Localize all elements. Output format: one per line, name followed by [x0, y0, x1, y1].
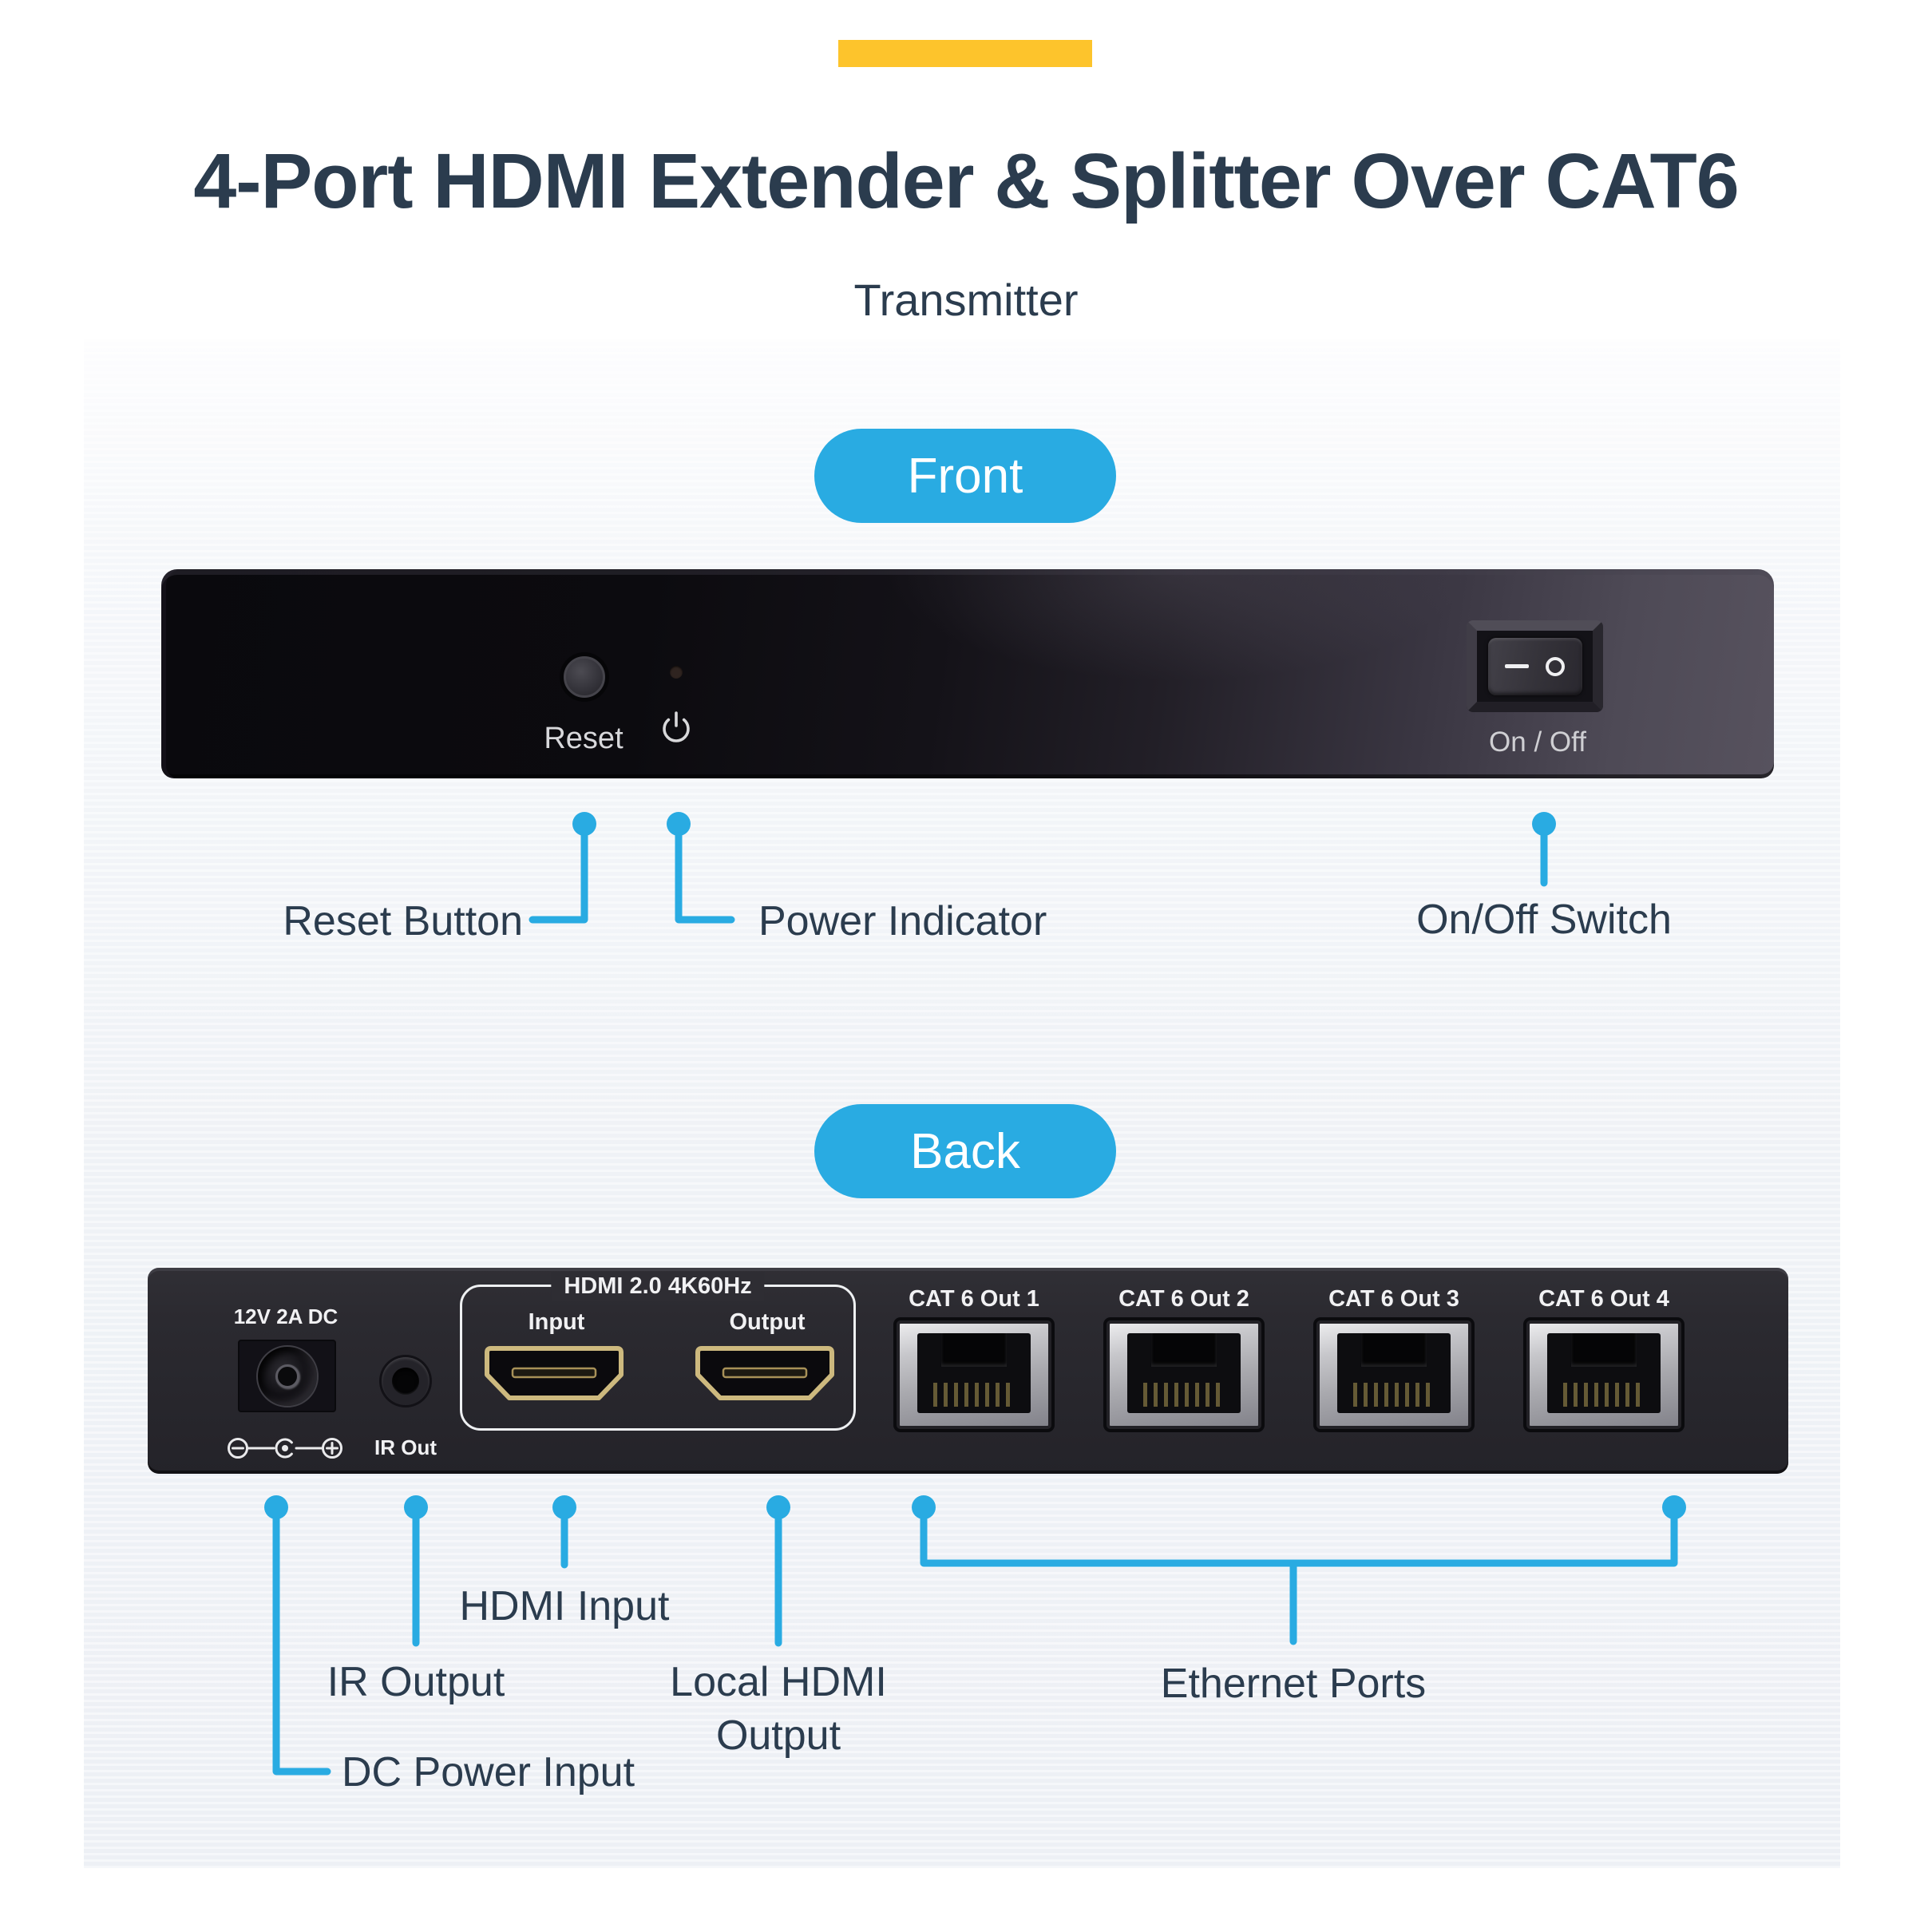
reset-print-label: Reset	[544, 722, 624, 755]
callout-on-off-switch: On/Off Switch	[1416, 897, 1672, 943]
rj45-cavity	[1547, 1333, 1661, 1413]
callout-local-hdmi-output-line2: Output	[715, 1712, 841, 1759]
hdmi-group-label: HDMI 2.0 4K60Hz	[551, 1272, 765, 1301]
reset-button	[564, 656, 605, 698]
page-title: 4-Port HDMI Extender & Splitter Over CAT…	[193, 137, 1739, 224]
callout-ir-output: IR Output	[327, 1659, 505, 1705]
cat6-port-2	[1107, 1320, 1261, 1429]
callout-dc-power-input: DC Power Input	[342, 1749, 635, 1795]
rj45-cavity	[917, 1333, 1031, 1413]
cat6-out-2-print-label: CAT 6 Out 2	[1118, 1286, 1249, 1312]
dc-power-jack	[238, 1340, 336, 1412]
front-panel-photo: Reset On / Off	[161, 569, 1774, 778]
cat6-port-3	[1316, 1320, 1471, 1429]
hdmi-group-outline: HDMI 2.0 4K60Hz Input Output	[460, 1272, 856, 1431]
front-section-badge: Front	[814, 429, 1116, 523]
yellow-accent-bar	[838, 40, 1092, 67]
on-off-switch	[1467, 620, 1603, 712]
hdmi-output-print-label: Output	[729, 1309, 806, 1335]
dc-barrel-socket	[255, 1344, 319, 1407]
cat6-out-3-print-label: CAT 6 Out 3	[1328, 1286, 1459, 1312]
back-panel-photo: 12V 2A DC IR Out HDMI 2.0 4K60H	[148, 1268, 1788, 1474]
cat6-port-1	[897, 1320, 1051, 1429]
rj45-cavity	[1127, 1333, 1241, 1413]
hdmi-input-print-label: Input	[528, 1309, 585, 1335]
ir-print-label: IR Out	[374, 1435, 437, 1459]
dc-print-label: 12V 2A DC	[233, 1304, 338, 1328]
center-positive-polarity-icon	[228, 1438, 342, 1459]
callout-hdmi-input: HDMI Input	[459, 1583, 670, 1629]
cat6-out-1-print-label: CAT 6 Out 1	[909, 1286, 1039, 1312]
callout-power-indicator: Power Indicator	[758, 898, 1047, 944]
cat6-out-4-print-label: CAT 6 Out 4	[1538, 1286, 1669, 1312]
front-section-label: Front	[907, 448, 1023, 504]
on-off-print-label: On / Off	[1489, 726, 1586, 758]
page-subtitle: Transmitter	[853, 275, 1079, 325]
switch-off-mark-icon	[1546, 656, 1566, 676]
callout-ethernet-ports: Ethernet Ports	[1160, 1661, 1427, 1707]
callout-reset-button: Reset Button	[283, 898, 523, 944]
power-led-icon	[670, 666, 683, 679]
back-section-label: Back	[910, 1123, 1020, 1179]
rj45-cavity	[1337, 1333, 1451, 1413]
hdmi-input-port	[485, 1346, 624, 1400]
hdmi-output-port	[695, 1346, 834, 1400]
cat6-port-4	[1526, 1320, 1681, 1429]
ir-jack-hole	[392, 1368, 419, 1395]
back-section-badge: Back	[814, 1104, 1116, 1198]
switch-on-mark-icon	[1504, 664, 1529, 668]
ir-out-jack	[382, 1357, 430, 1405]
rocker-switch	[1487, 637, 1582, 695]
power-standby-icon	[663, 711, 690, 742]
dc-center-pin	[275, 1364, 299, 1388]
callout-local-hdmi-output-line1: Local HDMI	[670, 1659, 887, 1705]
